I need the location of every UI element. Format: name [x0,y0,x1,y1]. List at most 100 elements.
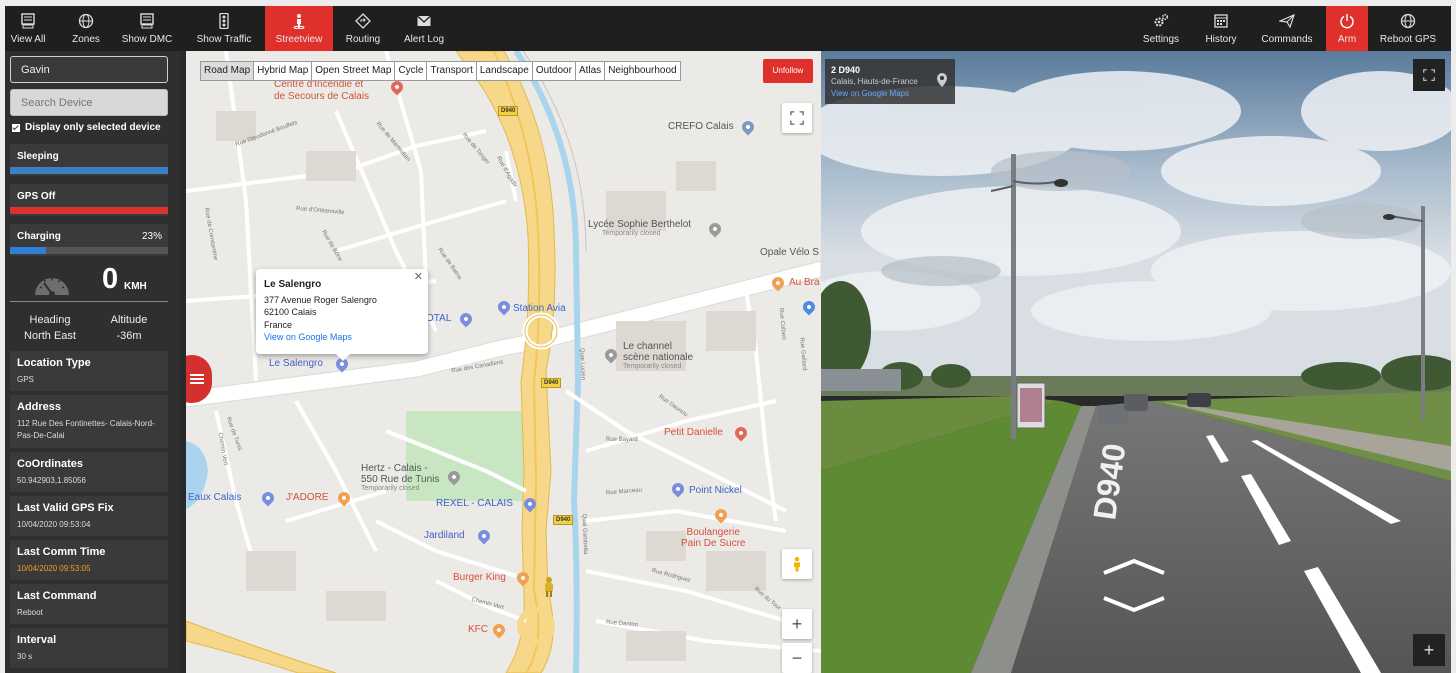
view-on-google-maps-link[interactable]: View on Google Maps [264,332,352,342]
streetview-label: Streetview [275,34,323,45]
info-last-command: Last Command Reboot [10,584,168,624]
search-device-input[interactable] [10,89,168,116]
vehicle-marker-icon[interactable] [542,576,556,598]
altitude-readout: Altitude -36m [94,312,164,344]
poi-jadore[interactable]: J'ADORE [286,492,329,503]
commands-label: Commands [1261,34,1313,45]
settings-button[interactable]: Settings [1137,6,1185,51]
device-name-input[interactable] [10,56,168,83]
poi-point-nickel[interactable]: Point Nickel [689,485,742,496]
info-title: Interval [17,634,57,646]
layer-outdoor[interactable]: Outdoor [532,62,576,80]
info-value: 10/04/2020 09:53:05 [17,564,91,573]
poi-status: Temporarily closed [361,485,420,492]
history-label: History [1205,34,1237,45]
speed-value: 0 [102,263,119,295]
sv-zoom-in-button[interactable]: + [1413,634,1445,666]
poi-le-salengro[interactable]: Le Salengro [269,358,323,369]
routing-button[interactable]: Routing [339,6,387,51]
move-forward-arrow-icon[interactable] [1103,558,1165,575]
poi-boulangerie[interactable]: Boulangerie Pain De Sucre [681,527,745,549]
hamburger-icon [190,374,204,384]
poi-lycee[interactable]: Lycée Sophie Berthelot Temporarily close… [588,219,691,238]
zoom-in-button[interactable]: + [782,609,812,639]
poi-kfc[interactable]: KFC [468,624,488,635]
poi-crefo[interactable]: CREFO Calais [668,121,734,132]
gears-icon [1152,12,1170,30]
show-dmc-button[interactable]: Show DMC [117,6,177,51]
status-bar-fill [10,247,47,254]
poi-le-channel[interactable]: Le channel scène nationale Temporarily c… [623,341,693,371]
popup-address-line: 62100 Calais [264,307,317,317]
zoom-out-button[interactable]: − [782,643,812,673]
layer-landscape[interactable]: Landscape [476,62,533,80]
arm-button[interactable]: Arm [1326,6,1368,51]
history-button[interactable]: History [1197,6,1245,51]
poi-status: Temporarily closed [602,230,661,237]
map-view[interactable]: D940 D940 D940 Rue Dieudonné Bouffets Ru… [186,51,821,673]
layer-open-street-map[interactable]: Open Street Map [312,62,396,80]
route-icon [354,12,372,30]
poi-eaux-calais[interactable]: Eaux Calais [188,492,242,503]
poi-name: de Secours de Calais [274,91,370,102]
poi-rexel[interactable]: REXEL - CALAIS [436,498,513,509]
layer-cycle[interactable]: Cycle [395,62,428,80]
status-bar [10,167,168,174]
poi-burger-king[interactable]: Burger King [453,572,506,583]
reboot-gps-label: Reboot GPS [1379,34,1437,45]
place-info-popup: ✕ Le Salengro 377 Avenue Roger Salengro … [256,269,428,361]
poi-opale[interactable]: Opale Vélo S [760,247,819,258]
info-title: Last Comm Time [17,546,106,558]
view-all-label: View All [10,34,46,45]
street-label: Rue Bayard [606,437,638,443]
commands-button[interactable]: Commands [1257,6,1317,51]
pegman-icon[interactable] [782,549,812,579]
status-bar [10,247,168,254]
unfollow-button[interactable]: Unfollow [763,59,813,83]
layer-transport[interactable]: Transport [427,62,477,80]
layer-neighbourhood[interactable]: Neighbourhood [605,62,680,80]
sv-road-name: 2 D940 [831,65,861,75]
road-shield: D940 [541,378,562,388]
street-view-panorama[interactable]: D940 2 D940 Calais, Hauts-de-France View… [821,51,1451,673]
reboot-gps-button[interactable]: Reboot GPS [1375,6,1441,51]
poi-centre-incendie[interactable]: Centre d'Incendie et de Secours de Calai… [274,79,369,103]
move-backward-arrow-icon[interactable] [1103,596,1165,613]
heading-value: North East [24,330,76,342]
info-title: Last Valid GPS Fix [17,502,114,514]
poi-petit-danielle[interactable]: Petit Danielle [664,427,723,438]
poi-otal[interactable]: OTAL [426,313,452,324]
info-last-valid-gps-fix: Last Valid GPS Fix 10/04/2020 09:53:04 [10,496,168,536]
status-bar-fill [10,167,168,174]
layer-atlas[interactable]: Atlas [575,62,606,80]
poi-name: 550 Rue de Tunis [361,474,440,485]
app-window: View All Zones Show DMC Show Traffic Str… [5,6,1451,673]
monitor-icon [19,12,37,30]
poi-station-avia[interactable]: Station Avia [513,303,566,314]
zones-button[interactable]: Zones [63,6,109,51]
alert-log-button[interactable]: Alert Log [399,6,449,51]
sv-fullscreen-icon[interactable] [1413,59,1445,91]
info-title: Location Type [17,357,91,369]
charging-percent: 23% [141,231,162,242]
poi-au-bra[interactable]: Au Bra [789,277,820,288]
streetview-button[interactable]: Streetview [265,6,333,51]
alert-log-label: Alert Log [403,34,445,45]
street-view-info-card: 2 D940 Calais, Hauts-de-France View on G… [825,59,955,104]
fullscreen-icon[interactable] [782,103,812,133]
status-label: Charging [17,231,61,242]
close-icon[interactable]: ✕ [413,271,423,283]
view-all-button[interactable]: View All [5,6,51,51]
heading-readout: Heading North East [15,312,85,344]
poi-jardiland[interactable]: Jardiland [424,530,465,541]
show-dmc-label: Show DMC [121,34,173,45]
poi-name: scène nationale [623,352,694,363]
street-label: Quai Lucien [578,347,586,381]
sv-view-on-google-maps-link[interactable]: View on Google Maps [831,89,910,98]
layer-road-map[interactable]: Road Map [201,62,255,80]
display-only-checkbox[interactable]: Display only selected device [12,122,161,133]
layer-hybrid-map[interactable]: Hybrid Map [254,62,313,80]
poi-hertz[interactable]: Hertz - Calais - 550 Rue de Tunis Tempor… [361,463,439,493]
menu-fab-button[interactable] [186,355,212,403]
show-traffic-button[interactable]: Show Traffic [193,6,255,51]
